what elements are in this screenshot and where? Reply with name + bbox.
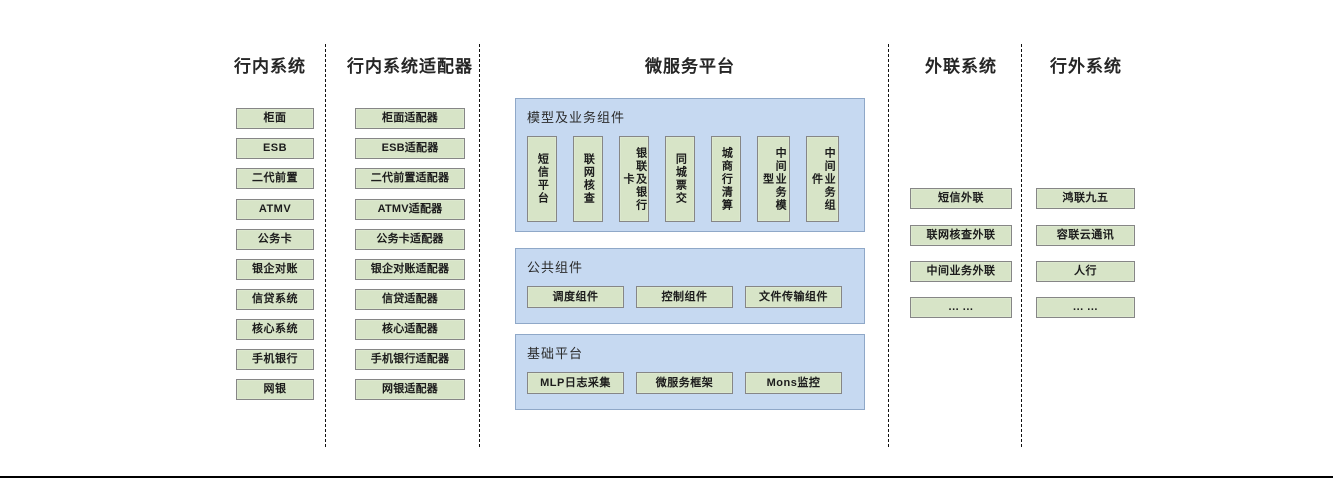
node-public-component[interactable]: 调度组件 — [527, 286, 624, 308]
node-external-link-system[interactable]: 短信外联 — [910, 188, 1012, 209]
column-title-microservice-platform: 微服务平台 — [645, 57, 735, 76]
node-internal-system[interactable]: 网银 — [236, 379, 314, 400]
node-base-platform-component[interactable]: 微服务框架 — [636, 372, 733, 394]
node-outside-bank-system[interactable]: 容联云通讯 — [1036, 225, 1135, 246]
panel-title-model-business-components: 模型及业务组件 — [527, 110, 626, 125]
node-internal-adapter[interactable]: 手机银行适配器 — [355, 349, 465, 370]
node-outside-bank-system[interactable]: 鸿联九五 — [1036, 188, 1135, 209]
node-base-platform-component[interactable]: Mons监控 — [745, 372, 842, 394]
divider-2 — [479, 44, 480, 447]
node-internal-adapter[interactable]: 公务卡适配器 — [355, 229, 465, 250]
node-model-component[interactable]: 中间业务组件 — [806, 136, 839, 222]
node-model-component[interactable]: 城商行清算 — [711, 136, 741, 222]
column-title-external-link-systems: 外联系统 — [925, 57, 997, 76]
node-model-component[interactable]: 同城票交 — [665, 136, 695, 222]
node-external-link-system[interactable]: ... ... — [910, 297, 1012, 318]
node-internal-system[interactable]: 二代前置 — [236, 168, 314, 189]
divider-4 — [1021, 44, 1022, 447]
node-model-component[interactable]: 银联及银行卡 — [619, 136, 649, 222]
node-internal-adapter[interactable]: 二代前置适配器 — [355, 168, 465, 189]
node-model-component[interactable]: 联网核查 — [573, 136, 603, 222]
node-outside-bank-system[interactable]: 人行 — [1036, 261, 1135, 282]
node-internal-system[interactable]: 公务卡 — [236, 229, 314, 250]
panel-title-base-platform: 基础平台 — [527, 346, 584, 361]
column-title-internal-systems: 行内系统 — [234, 57, 306, 76]
node-internal-adapter[interactable]: ATMV适配器 — [355, 199, 465, 220]
panel-title-public-components: 公共组件 — [527, 260, 584, 275]
node-internal-system[interactable]: 信贷系统 — [236, 289, 314, 310]
node-internal-adapter[interactable]: 信贷适配器 — [355, 289, 465, 310]
node-internal-adapter[interactable]: 柜面适配器 — [355, 108, 465, 129]
node-internal-adapter[interactable]: 银企对账适配器 — [355, 259, 465, 280]
node-external-link-system[interactable]: 联网核查外联 — [910, 225, 1012, 246]
node-public-component[interactable]: 文件传输组件 — [745, 286, 842, 308]
node-base-platform-component[interactable]: MLP日志采集 — [527, 372, 624, 394]
node-internal-system[interactable]: 银企对账 — [236, 259, 314, 280]
node-internal-system[interactable]: 核心系统 — [236, 319, 314, 340]
node-external-link-system[interactable]: 中间业务外联 — [910, 261, 1012, 282]
divider-3 — [888, 44, 889, 447]
node-internal-system[interactable]: ESB — [236, 138, 314, 159]
node-internal-adapter[interactable]: 网银适配器 — [355, 379, 465, 400]
node-internal-adapter[interactable]: 核心适配器 — [355, 319, 465, 340]
divider-1 — [325, 44, 326, 447]
node-public-component[interactable]: 控制组件 — [636, 286, 733, 308]
node-internal-system[interactable]: 手机银行 — [236, 349, 314, 370]
node-outside-bank-system[interactable]: ... ... — [1036, 297, 1135, 318]
node-internal-system[interactable]: ATMV — [236, 199, 314, 220]
column-title-internal-adapters: 行内系统适配器 — [347, 57, 473, 76]
node-model-component[interactable]: 中间业务模型 — [757, 136, 790, 222]
node-internal-adapter[interactable]: ESB适配器 — [355, 138, 465, 159]
node-internal-system[interactable]: 柜面 — [236, 108, 314, 129]
node-model-component[interactable]: 短信平台 — [527, 136, 557, 222]
column-title-outside-bank-systems: 行外系统 — [1050, 57, 1122, 76]
bottom-divider — [0, 476, 1333, 478]
